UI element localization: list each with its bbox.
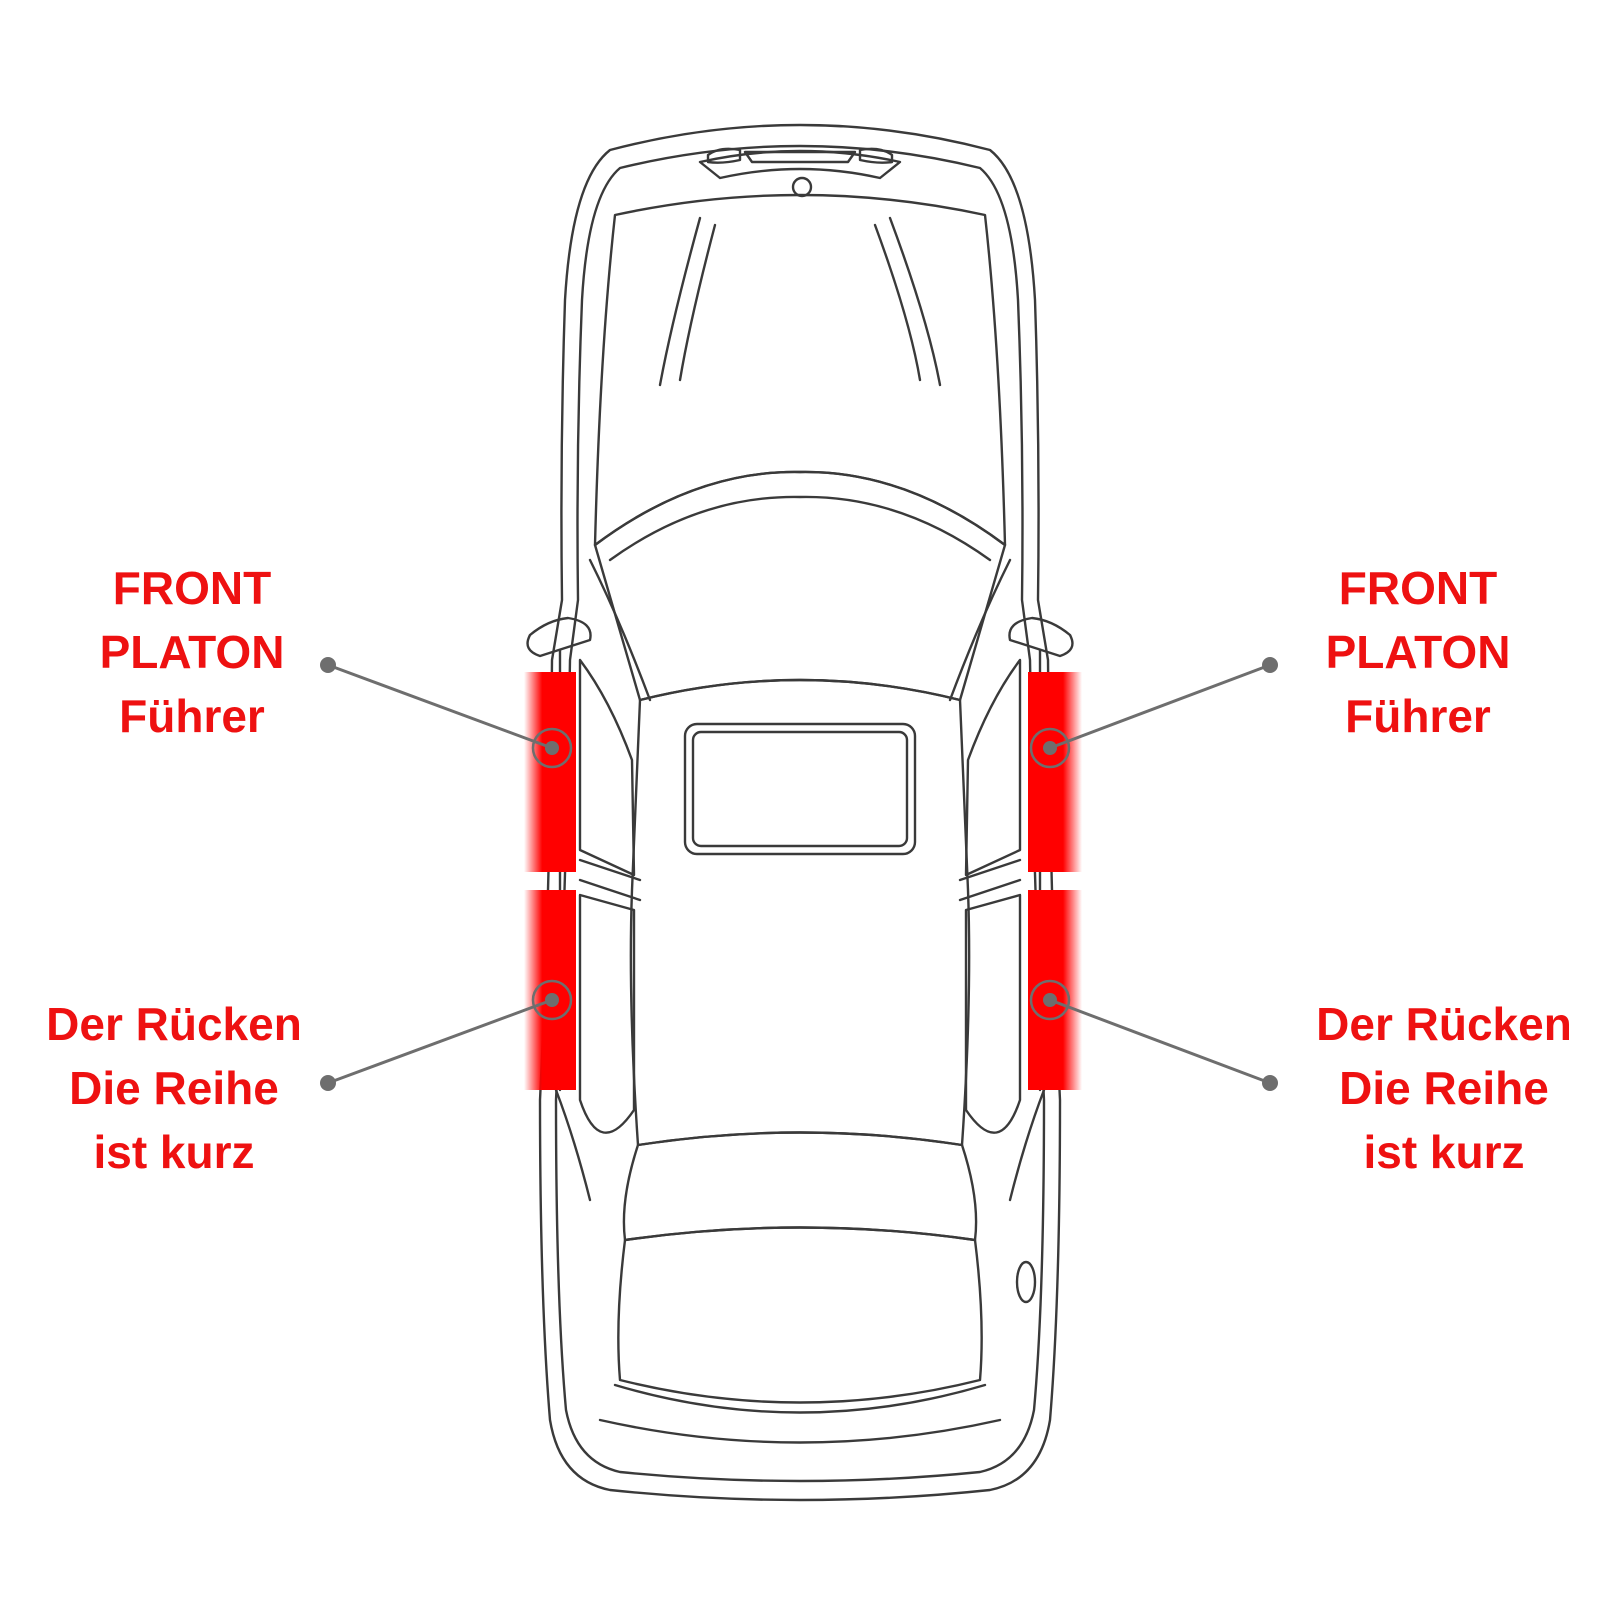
label-line: ist kurz [93,1126,255,1178]
label-front-left: FRONT PLATON Führer [42,556,342,748]
left-rear-window [578,893,636,1134]
front-grille [698,149,902,180]
highlight-rear-right [1028,890,1082,1090]
leader-end-dots [320,657,1278,1091]
leader-rear-left [327,998,553,1085]
rear-window [622,1131,978,1242]
mirror-left [526,616,592,658]
mirror-right [1008,616,1074,658]
leader-rear-right [1049,998,1271,1085]
label-line: Führer [119,690,265,742]
trunk [617,1226,983,1404]
leader-front-right [1049,663,1271,750]
label-line: ist kurz [1363,1126,1525,1178]
roof [629,678,971,1147]
car-outline [526,123,1074,1502]
label-line: Die Reihe [69,1062,279,1114]
car-body-inner [554,144,1046,1483]
marker-rear-left [531,979,573,1021]
sunroof [683,722,917,856]
marker-front-right [1029,727,1071,769]
label-line: Die Reihe [1339,1062,1549,1114]
label-rear-left: Der Rücken Die Reihe ist kurz [24,992,324,1184]
highlight-front-left [524,672,576,872]
fuel-cap [1015,1260,1037,1304]
label-line: Der Rücken [46,998,302,1050]
leader-front-left [327,663,553,750]
right-front-window [964,658,1022,877]
label-line: Der Rücken [1316,998,1572,1050]
marker-rear-right [1029,979,1071,1021]
marker-front-left [531,727,573,769]
windshield [593,470,1007,702]
label-rear-right: Der Rücken Die Reihe ist kurz [1294,992,1594,1184]
label-line: Führer [1345,690,1491,742]
right-rear-window [964,893,1022,1134]
label-line: FRONT [112,562,272,614]
label-front-right: FRONT PLATON Führer [1268,556,1568,748]
hood [593,193,1007,547]
label-line: FRONT [1338,562,1498,614]
left-front-window [578,658,636,877]
car-body-outer [538,123,1062,1502]
hood-emblem [791,176,813,198]
highlight-front-right [1028,672,1082,872]
label-line: PLATON [99,626,285,678]
label-line: PLATON [1325,626,1511,678]
door-markers [531,727,1071,1021]
leader-lines [327,663,1271,1085]
